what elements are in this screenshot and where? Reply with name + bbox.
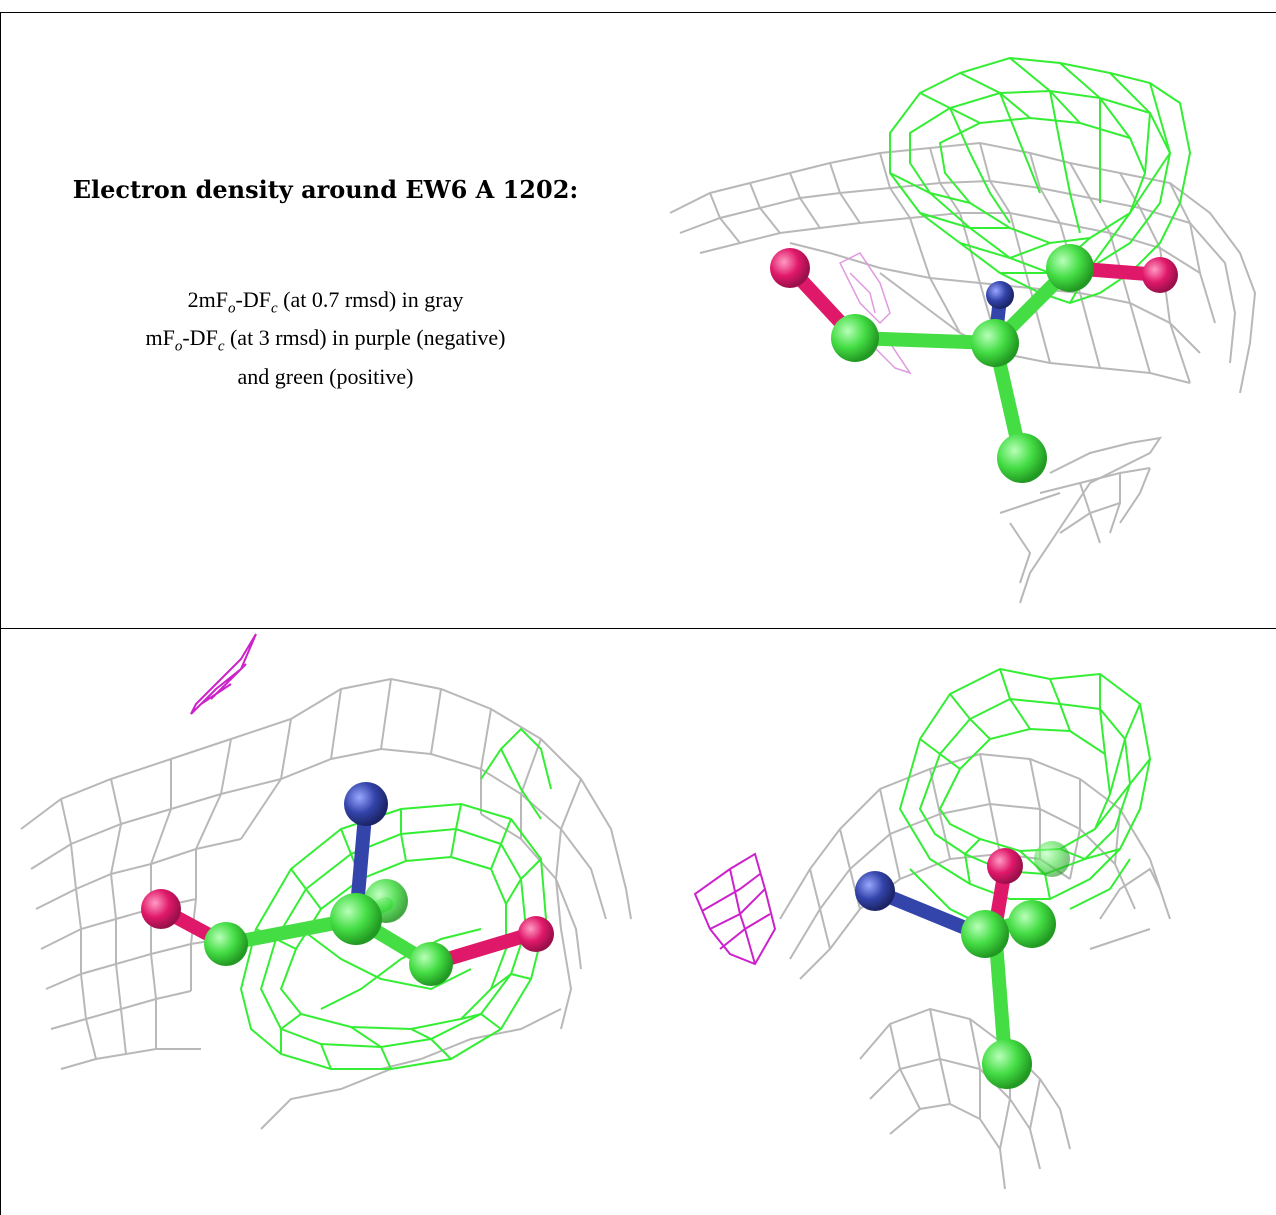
caption-cell: Electron density around EW6 A 1202: 2mFo… xyxy=(0,12,651,629)
legend-line-positive: and green (positive) xyxy=(237,363,414,389)
molecule-bonds xyxy=(783,261,1167,460)
carbon-atom xyxy=(1008,900,1056,948)
carbon-atom xyxy=(997,433,1047,483)
density-view-1 xyxy=(650,12,1276,629)
nitrogen-atom xyxy=(986,281,1014,309)
green-positive-mesh xyxy=(239,727,552,1070)
molecule-atoms xyxy=(770,244,1178,483)
gray-mesh xyxy=(669,141,1257,604)
legend-line-gray: 2mFo-DFc (at 0.7 rmsd) in gray xyxy=(187,287,464,317)
molecule-atoms xyxy=(141,782,554,986)
carbon-atom xyxy=(982,1039,1032,1089)
oxygen-atom xyxy=(518,916,554,952)
density-view-2 xyxy=(0,628,651,1215)
gray-mesh xyxy=(779,752,1171,1190)
carbon-atom xyxy=(1034,841,1070,877)
molecule-atoms xyxy=(855,841,1070,1089)
carbon-atom xyxy=(831,314,879,362)
carbon-atom xyxy=(1046,244,1094,292)
nitrogen-atom xyxy=(344,782,388,826)
carbon-atom xyxy=(204,922,248,966)
nitrogen-atom xyxy=(855,871,895,911)
legend-line-difference: mFo-DFc (at 3 rmsd) in purple (negative) xyxy=(145,325,506,355)
oxygen-atom xyxy=(770,248,810,288)
purple-negative-mesh xyxy=(190,633,257,715)
oxygen-atom xyxy=(987,848,1023,884)
density-render-1 xyxy=(669,56,1257,604)
purple-negative-mesh xyxy=(693,852,777,966)
caption-title: Electron density around EW6 A 1202: xyxy=(72,175,579,204)
green-positive-mesh xyxy=(889,56,1192,305)
carbon-atom xyxy=(409,942,453,986)
density-render-2 xyxy=(20,633,632,1130)
density-view-3 xyxy=(650,628,1276,1215)
density-render-3 xyxy=(693,667,1171,1190)
oxygen-atom xyxy=(141,889,181,929)
carbon-atom xyxy=(330,893,382,945)
carbon-atom xyxy=(971,319,1019,367)
caption-legend: 2mFo-DFc (at 0.7 rmsd) in gray mFo-DFc (… xyxy=(1,285,650,391)
carbon-atom xyxy=(961,910,1009,958)
oxygen-atom xyxy=(1142,257,1178,293)
molecule-bonds xyxy=(868,862,1037,1066)
